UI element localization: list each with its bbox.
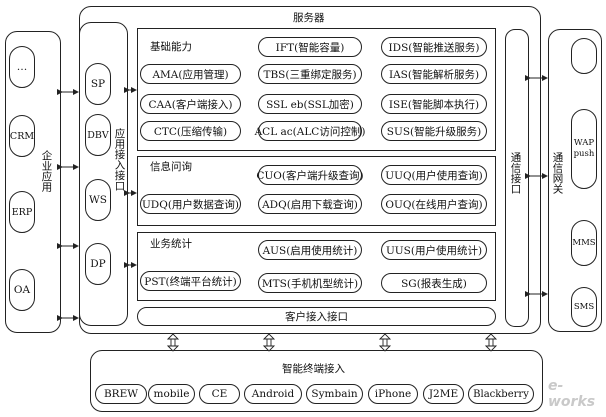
gateway-item-wap-push-label: WAP push — [573, 137, 595, 159]
gateway-item-mms: MMS — [571, 220, 597, 266]
app-access-sp: SP — [85, 63, 111, 105]
cap-ssl: SSL eb(SSL加密) — [258, 94, 362, 114]
arrow-server-terminal-2 — [262, 333, 276, 352]
gateway-item-top — [571, 38, 597, 74]
info-uuq: UUQ(用户使用查询) — [381, 165, 487, 185]
arrow-server-terminal-4 — [484, 333, 498, 352]
cap-ias: IAS(智能解析服务) — [381, 64, 487, 84]
gateway-item-wap-push: WAP push — [571, 109, 597, 189]
enterprise-apps-title: 企业应用 — [40, 150, 53, 192]
info-query-title: 信息问询 — [150, 161, 192, 173]
info-ouq: OUQ(在线用户查询) — [381, 194, 487, 214]
gateway-item-sms: SMS — [571, 287, 597, 327]
terminal-ce: CE — [199, 384, 240, 404]
cap-acl: ACL ac(ALC访问控制) — [255, 121, 365, 141]
terminal-iphone: iPhone — [368, 384, 418, 404]
watermark-text: e-works — [548, 378, 596, 410]
terminal-brew: BREW — [95, 384, 147, 404]
cap-ift: IFT(智能容量) — [258, 37, 362, 57]
terminal-blackberry: Blackberry — [468, 384, 534, 404]
terminal-android: Android — [244, 384, 302, 404]
enterprise-item-more: … — [9, 46, 35, 88]
cap-ise: ISE(智能脚本执行) — [381, 94, 487, 114]
app-access-dbv: DBV — [85, 114, 111, 156]
cap-caa: CAA(客户端接入) — [140, 94, 241, 114]
app-access-dp: DP — [85, 243, 111, 285]
comm-gateway-title: 通信网关 — [551, 152, 564, 194]
enterprise-item-erp: ERP — [9, 191, 35, 233]
stat-sg: SG(报表生成) — [381, 273, 487, 293]
cap-tbs: TBS(三重绑定服务) — [258, 64, 362, 84]
info-udq: UDQ(用户数据查询) — [140, 194, 241, 214]
terminal-access-title: 智能终端接入 — [282, 363, 345, 375]
terminal-mobile: mobile — [148, 384, 195, 404]
stat-pst: PST(终端平台统计) — [140, 271, 241, 291]
enterprise-item-crm: CRM — [9, 115, 35, 157]
stat-mts: MTS(手机机型统计) — [258, 273, 362, 293]
info-cuo: CUO(客户端升级查询) — [256, 165, 364, 185]
comm-interface-title: 通信接口 — [509, 152, 522, 194]
cap-ids: IDS(智能推送服务) — [381, 37, 487, 57]
business-stats-title: 业务统计 — [150, 238, 192, 250]
stat-uus: UUS(用户使用统计) — [381, 240, 487, 260]
basic-capabilities-title: 基础能力 — [150, 41, 192, 53]
server-title: 服务器 — [293, 12, 325, 24]
cap-sus: SUS(智能升级服务) — [381, 121, 487, 141]
app-access-ws: WS — [85, 179, 111, 221]
cap-ctc: CTC(压缩传输) — [140, 121, 241, 141]
e-works-watermark-logo: e-works — [548, 378, 606, 410]
cap-ama: AMA(应用管理) — [140, 64, 241, 84]
server-panel — [79, 6, 541, 334]
app-access-title: 应用接入接口 — [113, 128, 126, 191]
arrow-server-terminal-3 — [378, 333, 392, 352]
terminal-symbain: Symbain — [306, 384, 363, 404]
info-adq: ADQ(启用下载查询) — [258, 194, 362, 214]
client-access-interface: 客户接入接口 — [137, 307, 496, 326]
enterprise-item-oa: OA — [9, 269, 35, 311]
terminal-j2me: J2ME — [423, 384, 464, 404]
arrow-server-terminal-1 — [166, 333, 180, 352]
stat-aus: AUS(启用使用统计) — [258, 240, 362, 260]
